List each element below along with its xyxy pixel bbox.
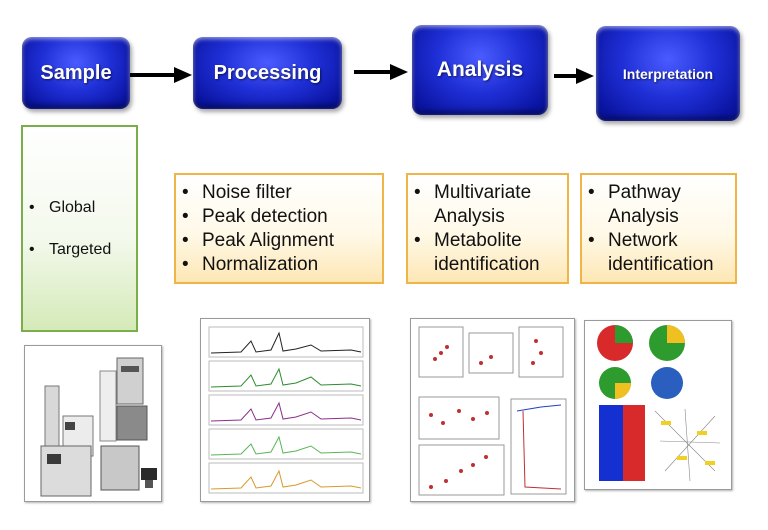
processing-item-peak-alignment: Peak Alignment xyxy=(176,229,382,253)
processing-item-peak-detection: Peak detection xyxy=(176,205,382,229)
sample-details-box: Global Targeted xyxy=(21,125,138,332)
chromatogram-thumbnail xyxy=(200,318,370,502)
interpretation-details-box: Pathway Analysis Network identification xyxy=(580,173,737,284)
interpretation-item-network: Network identification xyxy=(582,229,735,277)
lab-instruments-illustration xyxy=(40,357,157,497)
sample-stage-label: Sample xyxy=(40,61,112,84)
analysis-stage-label: Analysis xyxy=(436,58,524,81)
processing-stage: Processing xyxy=(193,37,342,109)
interpretation-stage-label: Interpretation xyxy=(622,65,714,82)
arrow-processing-to-analysis xyxy=(354,64,408,80)
sample-item-targeted: Targeted xyxy=(23,239,136,261)
instrument-photo xyxy=(24,345,162,502)
processing-details-box: Noise filter Peak detection Peak Alignme… xyxy=(174,173,384,284)
interpretation-item-pathway: Pathway Analysis xyxy=(582,181,735,229)
multivariate-plots-illustration xyxy=(418,326,567,496)
sample-item-global: Global xyxy=(23,197,136,219)
processing-item-normalization: Normalization xyxy=(176,253,382,277)
interpretation-thumbnail xyxy=(584,320,732,490)
arrow-sample-to-processing xyxy=(130,67,192,83)
sample-stage: Sample xyxy=(22,37,130,109)
analysis-plots-thumbnail xyxy=(410,318,575,502)
processing-stage-label: Processing xyxy=(213,61,322,84)
processing-item-noise-filter: Noise filter xyxy=(176,181,382,205)
chromatogram-panels-illustration xyxy=(208,326,364,494)
arrow-analysis-to-interpretation xyxy=(554,68,594,84)
analysis-item-multivariate: Multivariate Analysis xyxy=(408,181,567,229)
analysis-details-box: Multivariate Analysis Metabolite identif… xyxy=(406,173,569,284)
interpretation-stage: Interpretation xyxy=(596,26,740,121)
analysis-item-metabolite-id: Metabolite identification xyxy=(408,229,567,277)
analysis-stage: Analysis xyxy=(412,25,548,115)
pathway-network-illustration xyxy=(597,325,721,482)
